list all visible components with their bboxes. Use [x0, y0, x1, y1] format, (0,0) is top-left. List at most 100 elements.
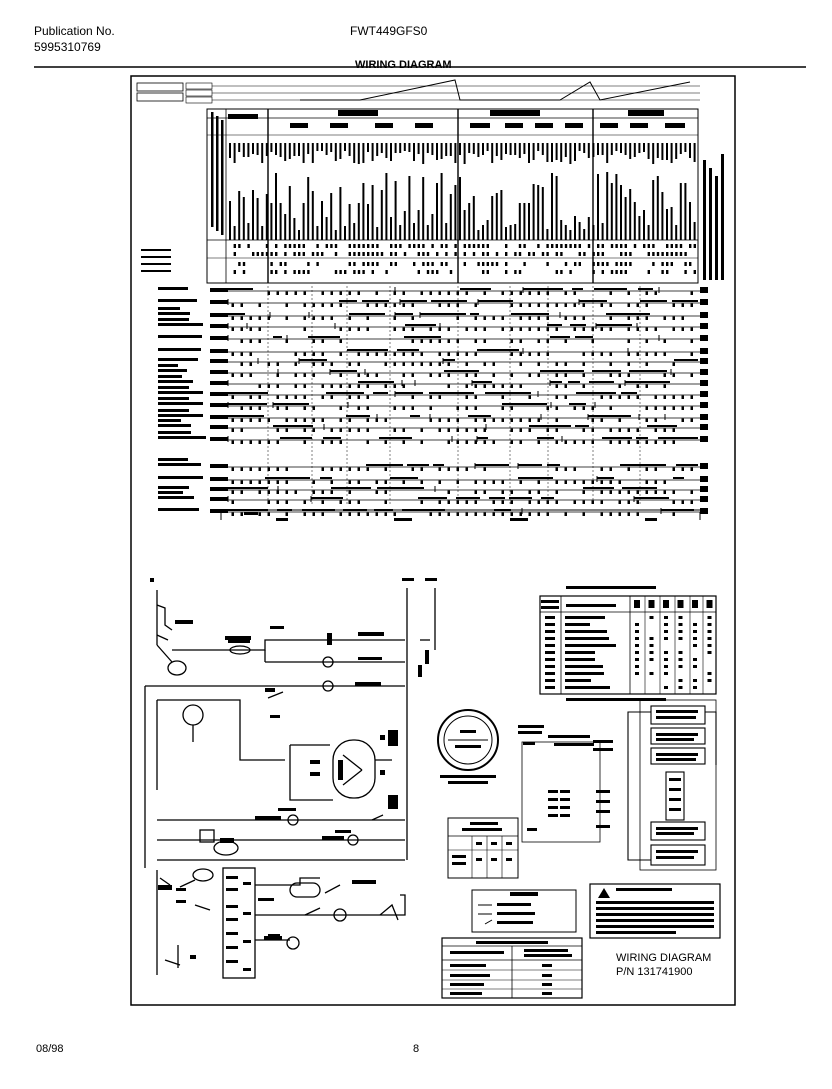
contact-row-dot: [411, 395, 414, 399]
cycle-column-mark: [436, 252, 439, 256]
contact-row-dot: [321, 352, 324, 356]
contact-row-dot: [420, 291, 423, 295]
cycle-column-mark: [679, 244, 683, 248]
contact-row-dot: [258, 339, 261, 343]
speed-row-code: [545, 679, 555, 682]
speed-row-value: [678, 630, 683, 633]
contact-row-dot: [339, 303, 342, 307]
contact-row-dot: [537, 362, 540, 366]
contact-row-dot: [330, 428, 333, 432]
cycle-column-mark: [624, 262, 627, 266]
contact-row-dot: [429, 512, 432, 516]
cycle-column-mark: [514, 270, 517, 274]
contact-row-dot: [447, 373, 450, 377]
cycle-column-mark: [371, 262, 374, 266]
cycle-column-step: [583, 143, 586, 153]
contact-row-dot: [582, 352, 585, 356]
cycle-column-mark: [431, 244, 434, 248]
cycle-column-label: [661, 192, 664, 240]
cycle-column-mark: [541, 252, 545, 256]
contact-row-dot: [384, 500, 387, 504]
cycle-column-mark: [454, 252, 457, 256]
contact-row-dot: [645, 490, 648, 494]
cycle-column-step: [514, 143, 517, 155]
cycle-column-mark: [284, 262, 287, 266]
cycle-column-label: [238, 191, 241, 240]
cycle-column-mark: [482, 270, 485, 274]
contact-row-dot: [231, 395, 234, 399]
contact-row-dot: [483, 490, 486, 494]
contact-row-dot: [411, 467, 414, 471]
cycle-column-mark: [256, 252, 259, 256]
contact-row-dot: [384, 418, 387, 422]
contact-row-dot: [303, 303, 306, 307]
contact-row-dot: [285, 512, 288, 516]
speed-header-column: [677, 600, 684, 608]
row-terminal: [210, 403, 228, 407]
cycle-column-step: [270, 143, 273, 152]
contact-row-dot: [645, 467, 648, 471]
cycle-columns: [141, 112, 696, 274]
contact-row-dot: [555, 490, 558, 494]
speed-row-value: [664, 630, 668, 633]
contact-row-dot: [231, 316, 234, 320]
cycle-column-label: [417, 210, 420, 240]
contact-row-dot: [357, 327, 360, 331]
symbol-legend: [471, 889, 577, 933]
contact-row-dot: [654, 490, 657, 494]
speed-row-value: [693, 637, 697, 640]
cycle-column-mark: [463, 262, 466, 266]
contact-row-dot: [645, 327, 648, 331]
cycle-column-mark: [311, 252, 315, 256]
cycle-column-mark: [518, 244, 522, 248]
contact-row-dot: [600, 480, 603, 484]
cycle-column-step: [293, 143, 296, 156]
contact-row-dot: [429, 406, 432, 410]
cycle-column-label: [597, 174, 599, 240]
contact-row-dot: [555, 406, 558, 410]
contact-row-dot: [528, 316, 531, 320]
contact-row-dot: [537, 480, 540, 484]
cycle-column-step: [298, 143, 300, 156]
page-number: 8: [413, 1043, 420, 1055]
cycle-column-mark: [316, 262, 319, 266]
speed-row-value: [664, 616, 668, 619]
contact-row-dot: [276, 500, 279, 504]
contact-row-dot: [492, 500, 495, 504]
contact-row-dot: [357, 291, 360, 295]
contact-row-dot: [240, 362, 243, 366]
cycle-column-label: [325, 217, 328, 240]
contact-row-dot: [285, 316, 288, 320]
contact-row-dot: [627, 316, 630, 320]
speed-row-value: [649, 651, 654, 654]
cycle-column-mark: [592, 252, 595, 256]
cycle-column-label: [279, 203, 282, 240]
cycle-column-step: [652, 143, 655, 164]
contact-row-dot: [654, 327, 657, 331]
contact-row-dot: [240, 418, 243, 422]
contact-row-dot: [330, 291, 333, 295]
contact-row-dot: [411, 339, 414, 343]
cycle-column-mark: [597, 262, 600, 266]
contact-row-dot: [303, 440, 306, 444]
cycle-column-label: [505, 227, 507, 240]
caution-box: [589, 883, 721, 939]
row-terminal: [210, 415, 228, 419]
cycle-column-mark: [293, 252, 296, 256]
cycle-column-label: [390, 217, 392, 240]
contact-row-dot: [402, 384, 405, 388]
cycle-column-mark: [408, 244, 411, 248]
row-terminal: [210, 392, 228, 396]
contact-row-dot: [636, 440, 639, 444]
speed-row-value: [707, 644, 712, 647]
contact-row-dot: [573, 316, 576, 320]
cycle-column-mark: [422, 262, 425, 266]
contact-row-dot: [636, 490, 639, 494]
contact-row-dot: [294, 418, 297, 422]
contact-row-dot: [312, 490, 315, 494]
cycle-column-label: [408, 176, 411, 240]
contact-row-dot: [429, 339, 432, 343]
cycle-column-step: [256, 143, 259, 155]
cycle-column-mark: [684, 252, 687, 256]
contact-row-dot: [690, 395, 693, 399]
